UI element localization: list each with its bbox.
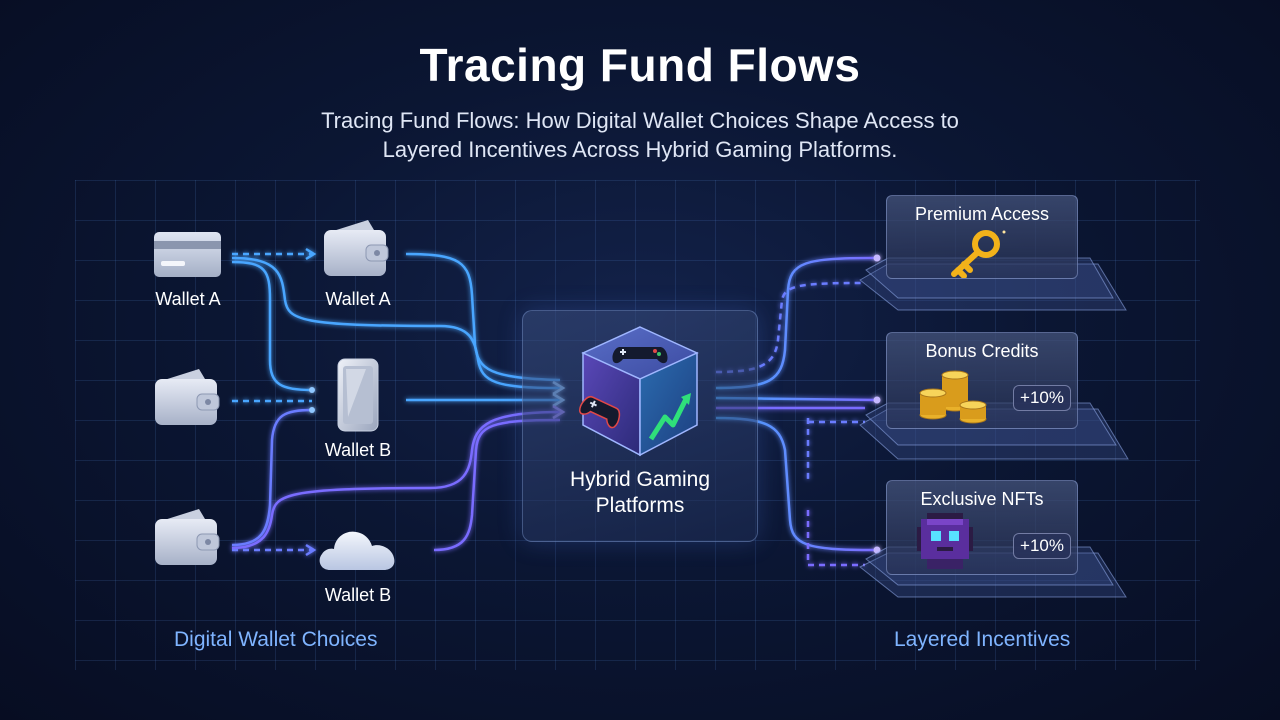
- hub-panel: Hybrid Gaming Platforms: [522, 310, 758, 542]
- coins-icon: [919, 370, 987, 424]
- pixel-avatar-icon: [917, 513, 973, 569]
- flow-cloud-hub: [433, 418, 561, 552]
- incentive-card-nft: Exclusive NFTs +10%: [886, 480, 1078, 575]
- page-title: Tracing Fund Flows: [419, 39, 861, 91]
- incentive-badge: +10%: [1013, 385, 1071, 411]
- smartphone-icon: [337, 358, 379, 432]
- page-subtitle: Tracing Fund Flows: How Digital Wallet C…: [321, 108, 959, 162]
- key-icon: [951, 230, 1006, 278]
- section-label-left: Digital Wallet Choices: [174, 628, 378, 651]
- flow-hub-bonus-dashed: [806, 417, 865, 480]
- cloud-icon: [319, 531, 395, 570]
- flow-hub-nft-dashed: [806, 510, 865, 567]
- incentive-badge: +10%: [1013, 533, 1071, 559]
- flow-walletB-phone: [231, 408, 313, 547]
- incentive-card-premium: Premium Access: [886, 195, 1078, 279]
- incentive-title: Bonus Credits: [925, 341, 1039, 361]
- wallet-label: Wallet B: [324, 585, 392, 605]
- incentive-title: Exclusive NFTs: [920, 489, 1044, 509]
- wallet-icon: [155, 509, 220, 565]
- wallet-icon: [155, 369, 220, 425]
- wallet-label: Wallet A: [325, 289, 391, 309]
- flow-walletB-hub: [231, 410, 561, 550]
- gaming-cube-icon: [578, 326, 699, 457]
- section-label-right: Layered Incentives: [894, 628, 1071, 651]
- flow-walletA-hub: [405, 252, 561, 382]
- flow-cardA-phone: [231, 260, 313, 392]
- credit-card-icon: [154, 232, 221, 277]
- incentive-card-bonus: Bonus Credits +10%: [886, 332, 1078, 429]
- wallet-label: Wallet A: [155, 289, 221, 309]
- wallet-icon: [324, 220, 389, 276]
- incentive-title: Premium Access: [914, 204, 1050, 224]
- wallet-label: Wallet B: [324, 440, 392, 460]
- hub-label: Hybrid Gaming Platforms: [569, 468, 711, 517]
- flow-cardA-hub: [231, 256, 561, 390]
